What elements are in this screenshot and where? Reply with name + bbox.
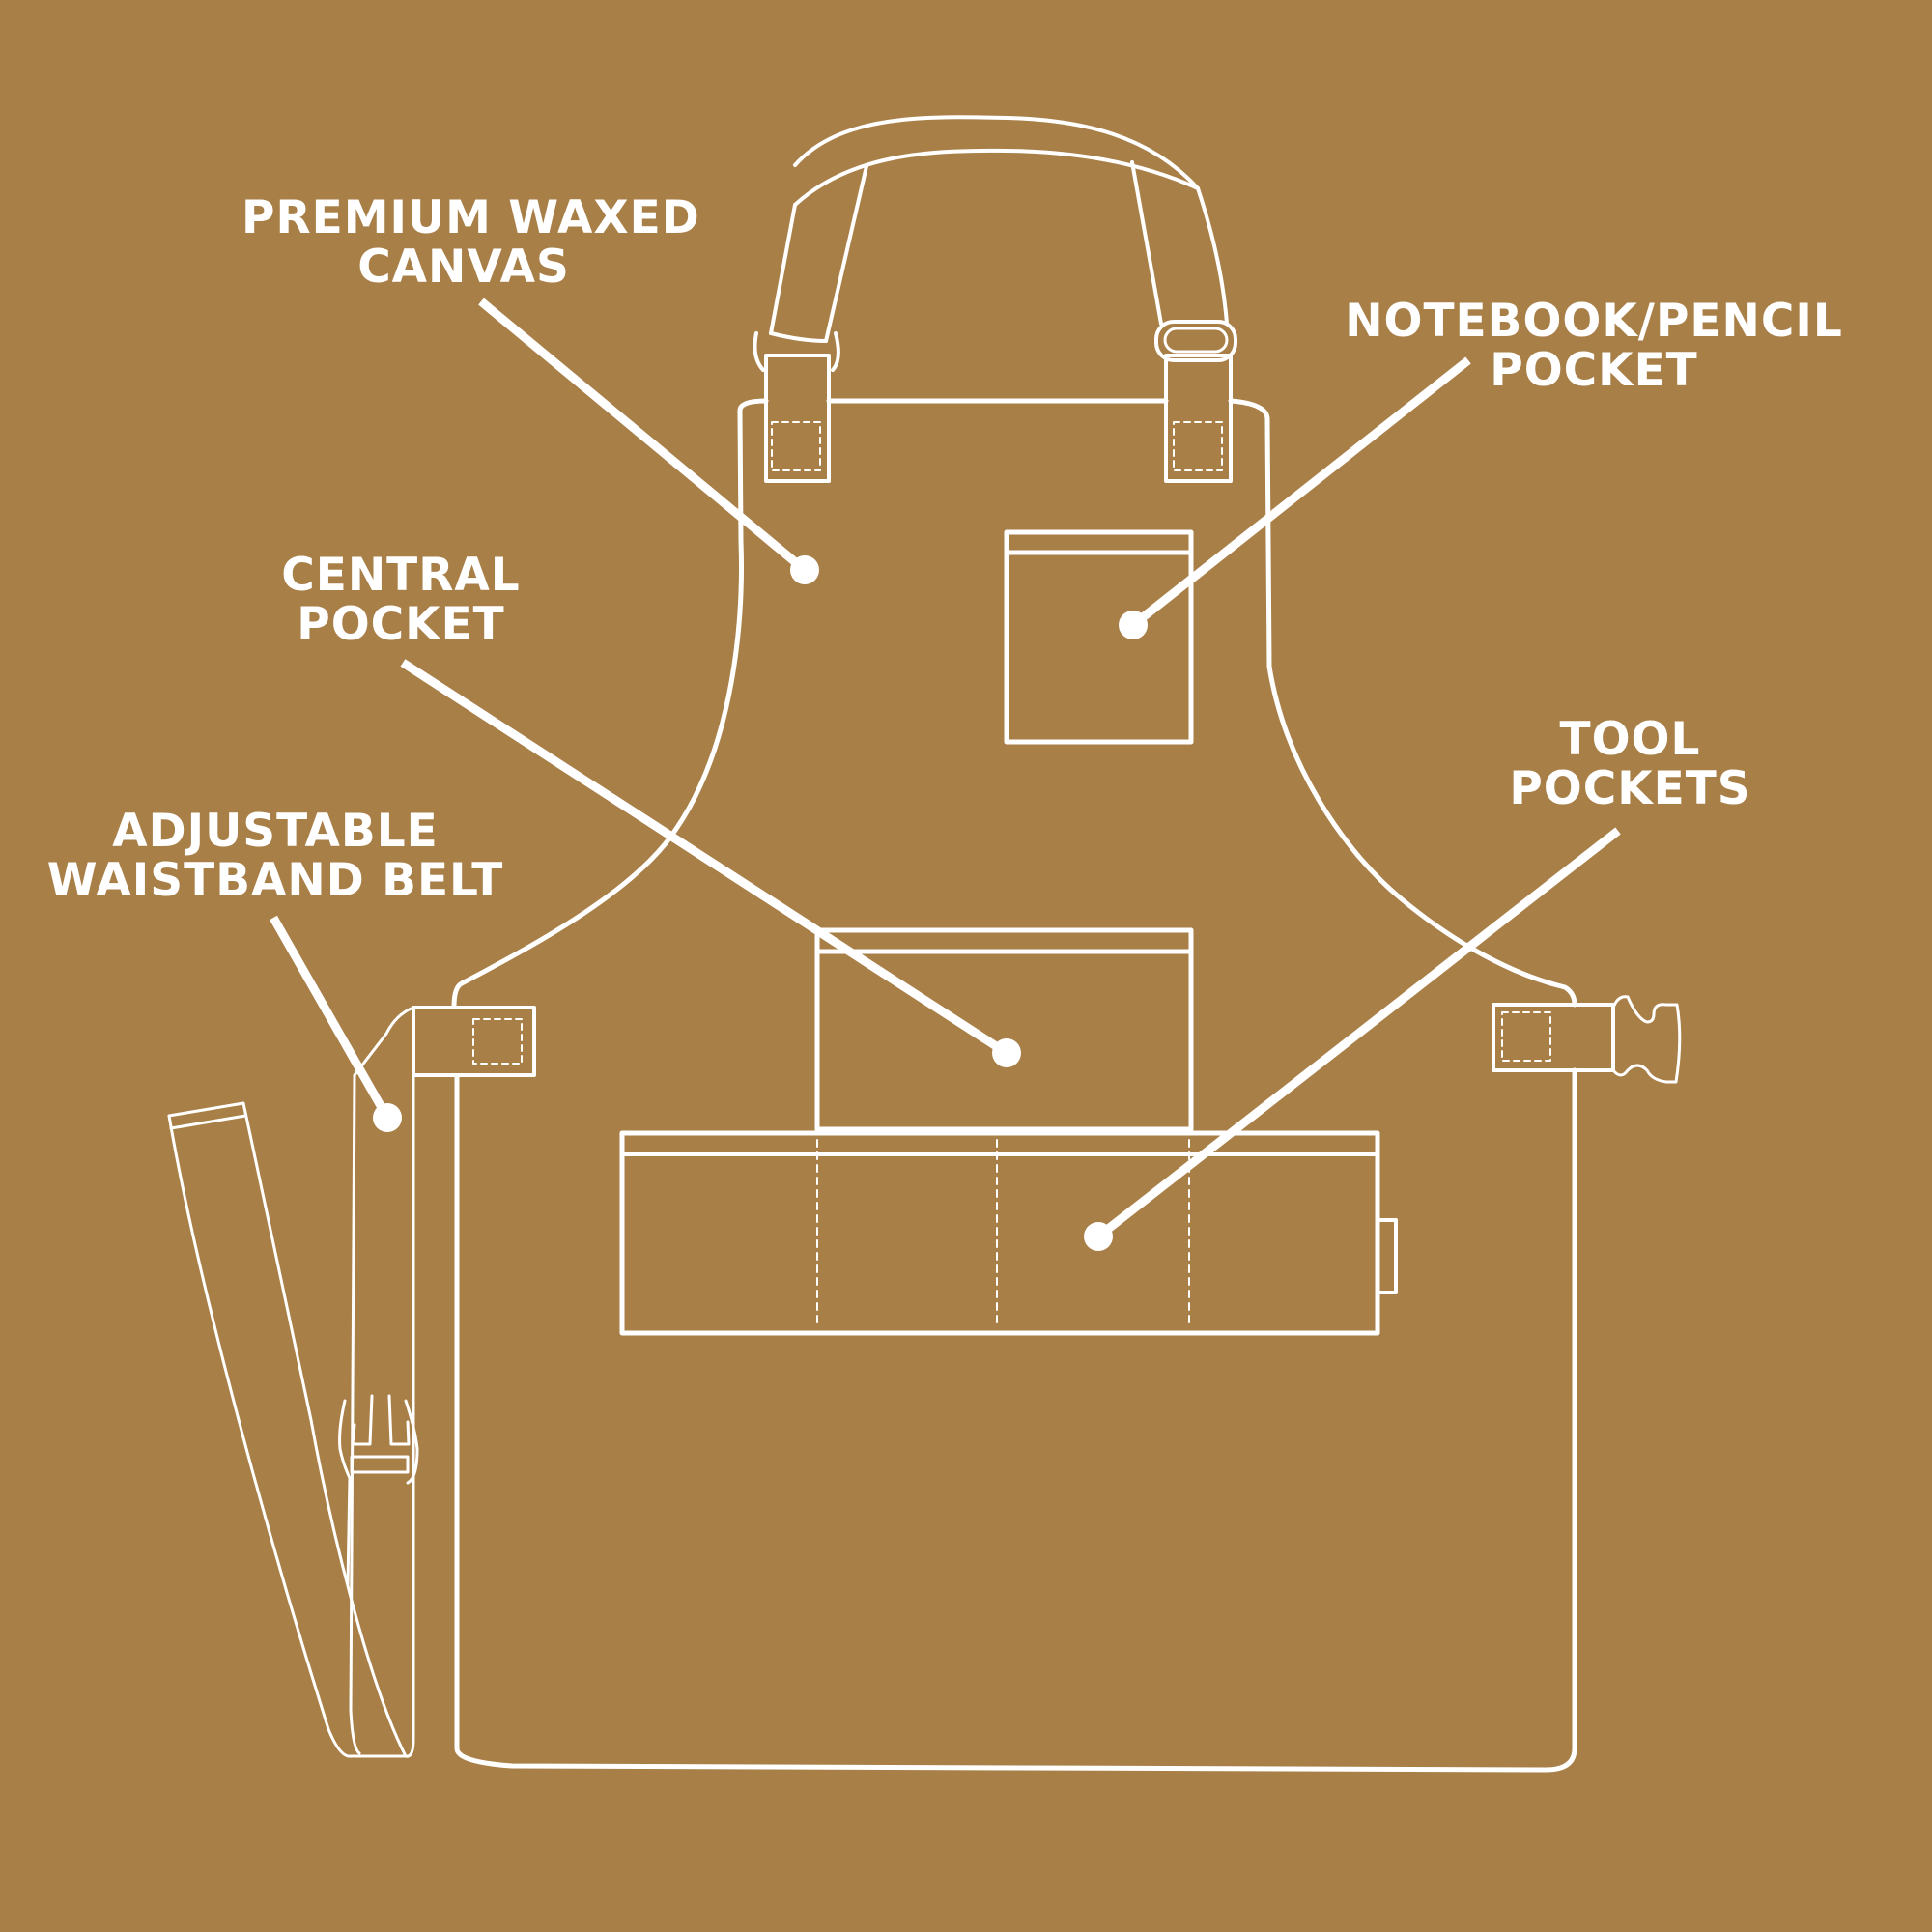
leader-dot-adjustable-waistband-belt: [373, 1103, 402, 1132]
leader-dot-notebook-pencil-pocket: [1119, 611, 1148, 639]
leader-line-tool-pockets: [1095, 827, 1621, 1240]
leader-dot-premium-waxed-canvas: [790, 555, 819, 584]
leader-dot-central-pocket: [992, 1038, 1021, 1067]
leader-line-premium-waxed-canvas: [478, 298, 808, 574]
callout-line: TOOL: [1559, 713, 1701, 766]
callout-line: ADJUSTABLE: [112, 805, 439, 858]
callout-line: CENTRAL: [281, 549, 521, 602]
neck-strap: [753, 115, 1229, 372]
leader-dot-tool-pockets: [1084, 1222, 1113, 1251]
callout-tool-pockets: TOOL POCKETS: [1483, 715, 1777, 813]
callout-line: CANVAS: [357, 241, 570, 294]
leader-line-notebook-pencil-pocket: [1130, 356, 1471, 629]
apron-body-outline: [451, 398, 1577, 1773]
adjustable-waistband-belt-shape: [167, 1006, 536, 1758]
callout-line: PREMIUM WAXED: [242, 191, 700, 244]
right-strap-adjuster: [1154, 320, 1237, 483]
leader-line-central-pocket: [400, 659, 1009, 1057]
left-strap-adjuster: [764, 354, 831, 483]
notebook-pencil-pocket-shape: [1004, 529, 1194, 745]
callout-line: POCKET: [297, 598, 505, 651]
leader-line-adjustable-waistband-belt: [270, 915, 391, 1121]
callout-line: NOTEBOOK/PENCIL: [1345, 295, 1843, 348]
central-pocket-shape: [814, 927, 1194, 1132]
callout-adjustable-waistband-belt: ADJUSTABLE WAISTBAND BELT: [43, 807, 507, 905]
callout-line: POCKET: [1490, 344, 1698, 397]
callout-premium-waxed-canvas: PREMIUM WAXED CANVAS: [242, 191, 700, 294]
callout-central-pocket: CENTRAL POCKET: [251, 551, 551, 649]
tool-pockets-shape: [619, 1130, 1398, 1336]
callout-line: POCKETS: [1509, 762, 1751, 815]
callout-line: WAISTBAND BELT: [46, 854, 504, 907]
right-waistband-buckle: [1492, 995, 1682, 1084]
callout-notebook-pencil-pocket: NOTEBOOK/PENCIL POCKET: [1333, 297, 1855, 395]
